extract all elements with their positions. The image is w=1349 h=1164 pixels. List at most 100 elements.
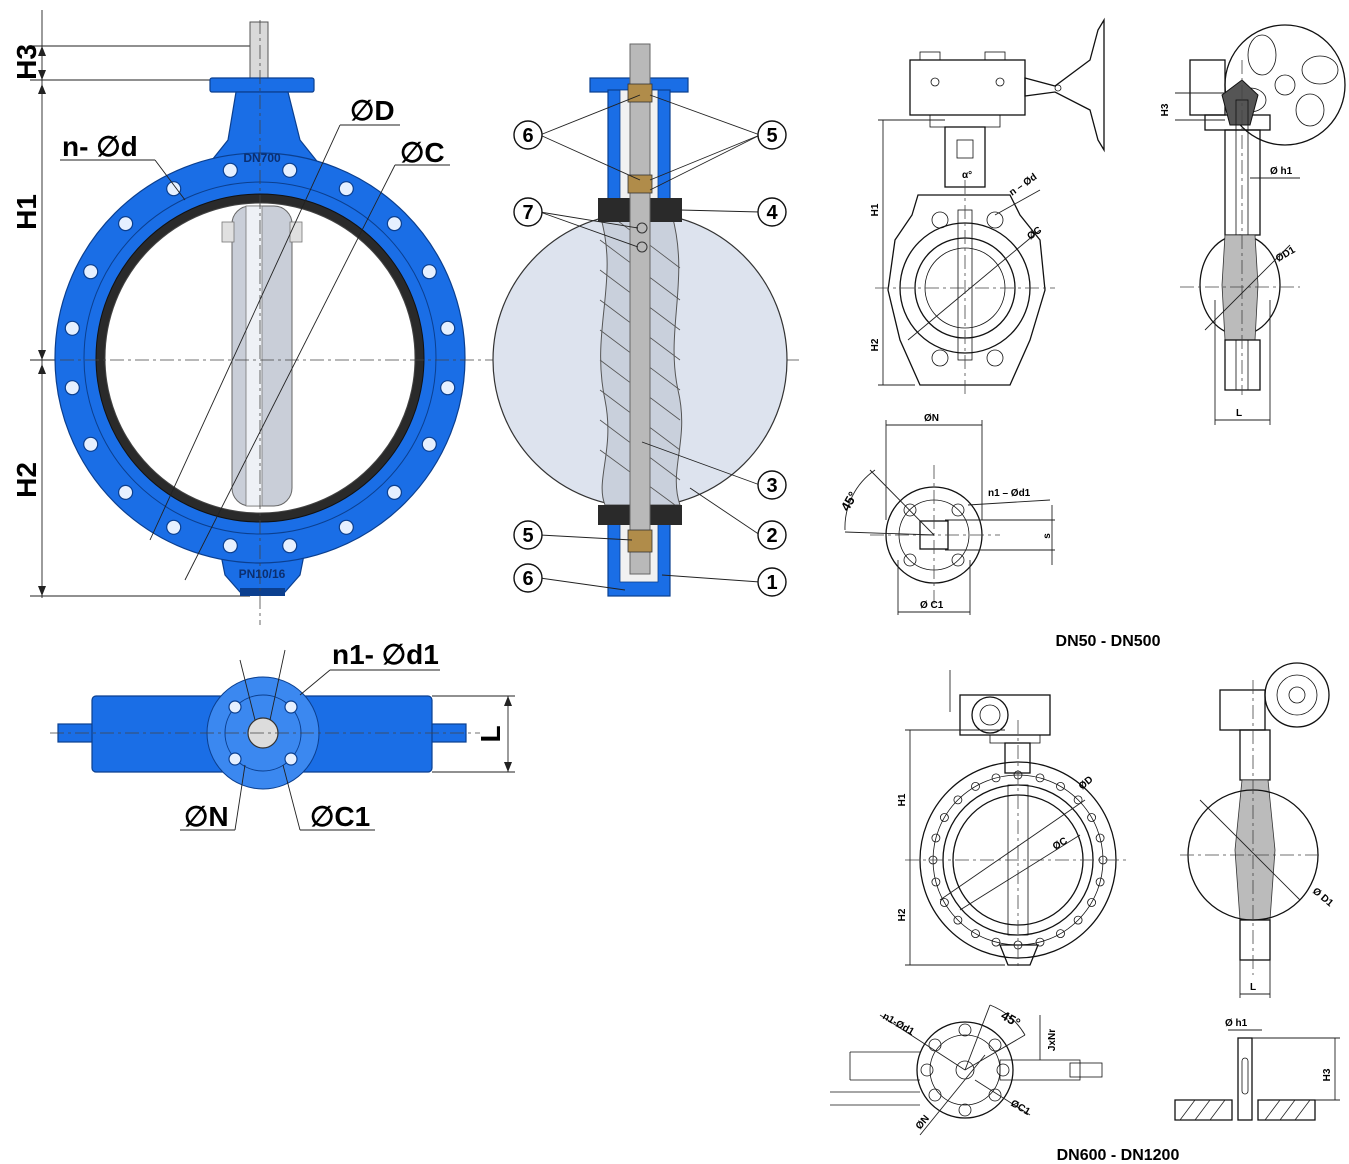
small-series-side: L H3 Ø h1 ØD1 (1160, 24, 1346, 425)
svg-text:6: 6 (522, 125, 533, 147)
small-label-h1: H1 (870, 203, 881, 216)
callout-3: 3 (641, 441, 787, 500)
bolt-hole (1035, 773, 1045, 783)
svg-text:1: 1 (766, 572, 777, 594)
bolt-hole (940, 898, 949, 907)
large-flange-label-phi-n: ØN (914, 1113, 932, 1132)
small-series-front: α° H1 H2 n – Ød ØC (870, 17, 1105, 395)
bolt-hole (1073, 915, 1083, 925)
bolt-hole (1035, 937, 1045, 947)
svg-text:5: 5 (522, 525, 533, 547)
bolt-hole (931, 877, 941, 887)
bolt-hole (1056, 929, 1065, 938)
bolt-hole (991, 773, 1001, 783)
svg-text:2: 2 (766, 525, 777, 547)
disc-highlight (245, 205, 263, 507)
svg-text:7: 7 (522, 202, 533, 224)
front-view: H3 H1 H2 DN700 PN10/16 (11, 10, 800, 625)
small-flange-label-n1-d1: n1 – Ød1 (988, 488, 1031, 499)
large-series-stem-detail: Ø h1 H3 (1174, 1018, 1340, 1121)
bolt-hole (971, 782, 980, 791)
bolt-hole (64, 320, 80, 336)
casting-pressure-mark: PN10/16 (239, 567, 286, 581)
small-label-n-d: n – Ød (1007, 172, 1039, 199)
small-series-caption: DN50 - DN500 (1056, 633, 1161, 650)
bolt-hole (117, 484, 134, 500)
label-h2: H2 (11, 462, 42, 498)
bolt-hole (386, 216, 402, 232)
bolt-hole (1095, 877, 1105, 887)
large-flange-plate (916, 1021, 1014, 1119)
large-side-label-l: L (1250, 982, 1256, 993)
small-side-label-phi-h1: Ø h1 (1270, 166, 1293, 177)
top-view: L n1- ∅d1 ∅N ∅C1 (50, 639, 515, 832)
bolt-hole (931, 833, 941, 843)
large-flange-label-phi-c1: ØC1 (1009, 1098, 1033, 1118)
svg-text:5: 5 (766, 125, 777, 147)
callout-7: 7 (513, 197, 639, 248)
callout-5-bottom: 5 (513, 520, 633, 550)
bolt-hole (386, 484, 402, 500)
hand-lever (1024, 17, 1105, 153)
bolt-hole (991, 937, 1001, 947)
svg-text:4: 4 (766, 202, 778, 224)
large-detail-label-h3: H3 (1322, 1068, 1333, 1081)
small-side-label-h3: H3 (1160, 103, 1171, 116)
bolt-hole (953, 795, 963, 805)
bolt-hole (338, 519, 354, 535)
bolt-hole (166, 519, 182, 535)
bolt-hole (1095, 833, 1105, 843)
large-handwheel (1264, 662, 1330, 728)
callout-2: 2 (689, 487, 787, 550)
large-label-h1: H1 (897, 793, 908, 806)
large-gearbox (959, 694, 1051, 736)
bolt-hole (1073, 795, 1083, 805)
large-flange-label-n1-d1: n1-Ød1 (881, 1011, 917, 1038)
large-series-front: H1 H2 ØD ØC (897, 670, 1130, 970)
bolt-hole (953, 915, 963, 925)
large-label-phi-d: ØD (1077, 774, 1096, 792)
svg-text:6: 6 (522, 568, 533, 590)
bolt-hole (1056, 782, 1065, 791)
disc-boss-left (221, 221, 235, 243)
callout-1: 1 (661, 567, 787, 597)
large-series-caption: DN600 - DN1200 (1057, 1147, 1180, 1164)
disc-boss-right (289, 221, 303, 243)
top-mounting-plate (209, 77, 315, 93)
callout-5-top: 5 (649, 94, 787, 191)
small-flange-label-s: s (1042, 533, 1053, 539)
small-side-label-l: L (1236, 408, 1242, 419)
large-series-flange: n1-Ød1 45° JxNr ØN ØC1 (830, 1004, 1103, 1136)
large-label-h2: H2 (897, 908, 908, 921)
callout-6-top: 6 (513, 94, 641, 181)
label-phi-n: ∅N (184, 801, 229, 832)
section-shaft (629, 43, 651, 575)
bolt-hole (440, 320, 456, 336)
bolt-hole (1087, 898, 1096, 907)
label-h3: H3 (11, 44, 42, 80)
label-n-d: n- ∅d (62, 131, 138, 162)
bolt-hole (64, 380, 80, 396)
svg-text:3: 3 (766, 475, 777, 497)
flange-bolt-holes (64, 162, 456, 554)
small-wafer-body (887, 194, 1046, 386)
small-flange-label-phi-c1: Ø C1 (920, 600, 944, 611)
bolt-hole (421, 264, 437, 280)
small-label-h2: H2 (870, 338, 881, 351)
bolt-hole (338, 181, 354, 197)
label-l: L (475, 725, 506, 742)
small-flange-label-phi-n: ØN (924, 413, 939, 424)
large-label-phi-c: ØC (1051, 836, 1069, 853)
small-flange-label-angle: 45° (838, 489, 861, 514)
bolt-hole (222, 538, 238, 554)
section-view: 6 5 7 4 3 (492, 43, 788, 597)
bolt-hole (222, 162, 238, 178)
bolt-hole (117, 216, 134, 232)
large-series-side: L Ø D1 (1180, 662, 1335, 998)
bolt-hole (282, 538, 298, 554)
bolt-hole (1087, 813, 1096, 822)
callout-6-bottom: 6 (513, 563, 626, 593)
bolt-hole (940, 813, 949, 822)
large-side-label-phi-d1: Ø D1 (1310, 886, 1335, 910)
